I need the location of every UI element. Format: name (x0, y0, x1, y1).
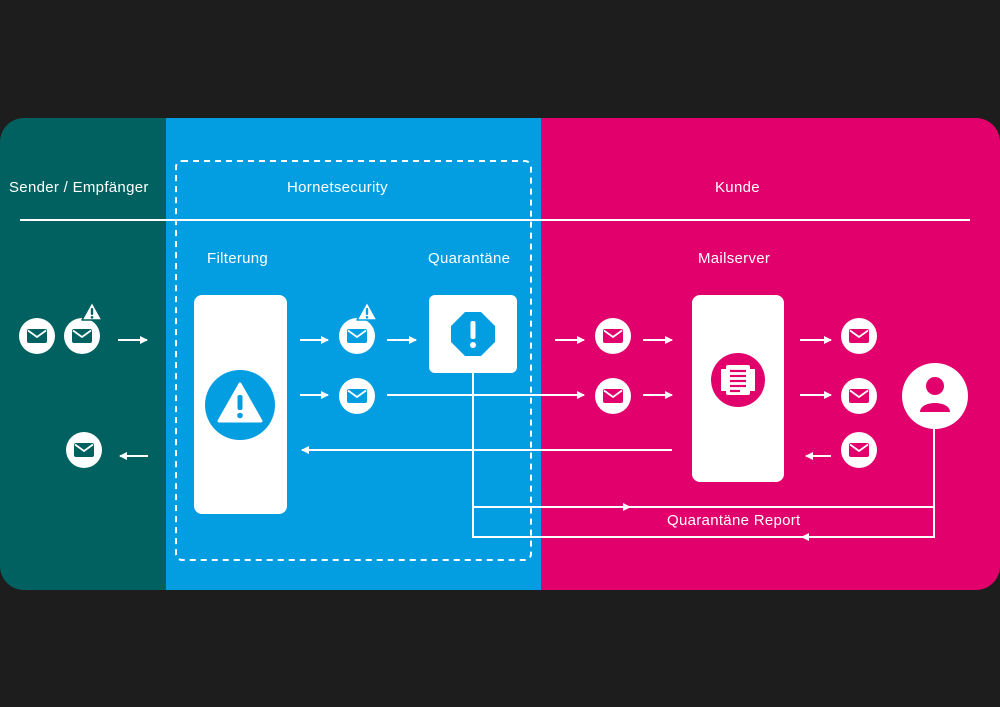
flow-lines (20, 160, 970, 561)
quarantine-stop-icon (451, 312, 495, 356)
section-label-hornetsecurity: Hornetsecurity (287, 179, 388, 196)
warning-icon (205, 370, 275, 440)
envelope-icon (841, 318, 877, 354)
envelope-icon (841, 432, 877, 468)
quarantaene-box (429, 295, 517, 373)
envelope-icon (595, 378, 631, 414)
user-icon (902, 363, 968, 429)
security-flow-diagram: Sender / Empfänger Hornetsecurity Kunde … (0, 118, 1000, 590)
filterung-box (194, 295, 287, 514)
quarantine-report-line (472, 373, 935, 538)
node-label-quarantaene: Quarantäne (428, 250, 511, 267)
envelope-icon (19, 318, 55, 354)
node-label-mailserver: Mailserver (698, 250, 771, 267)
envelope-icon (64, 318, 100, 354)
sender-panel (0, 118, 166, 590)
envelope-icon (595, 318, 631, 354)
mailserver-icon (711, 353, 765, 407)
section-label-kunde: Kunde (715, 179, 760, 196)
node-label-filterung: Filterung (207, 250, 269, 267)
envelope-icon (66, 432, 102, 468)
warning-triangle-icon (81, 301, 103, 321)
flow-label-quarantine-report: Quarantäne Report (667, 512, 801, 529)
envelope-icon (339, 318, 375, 354)
section-label-sender: Sender / Empfänger (9, 179, 149, 196)
envelope-icon (841, 378, 877, 414)
mailserver-box (692, 295, 784, 482)
envelope-icon (339, 378, 375, 414)
warning-triangle-icon (356, 301, 378, 321)
